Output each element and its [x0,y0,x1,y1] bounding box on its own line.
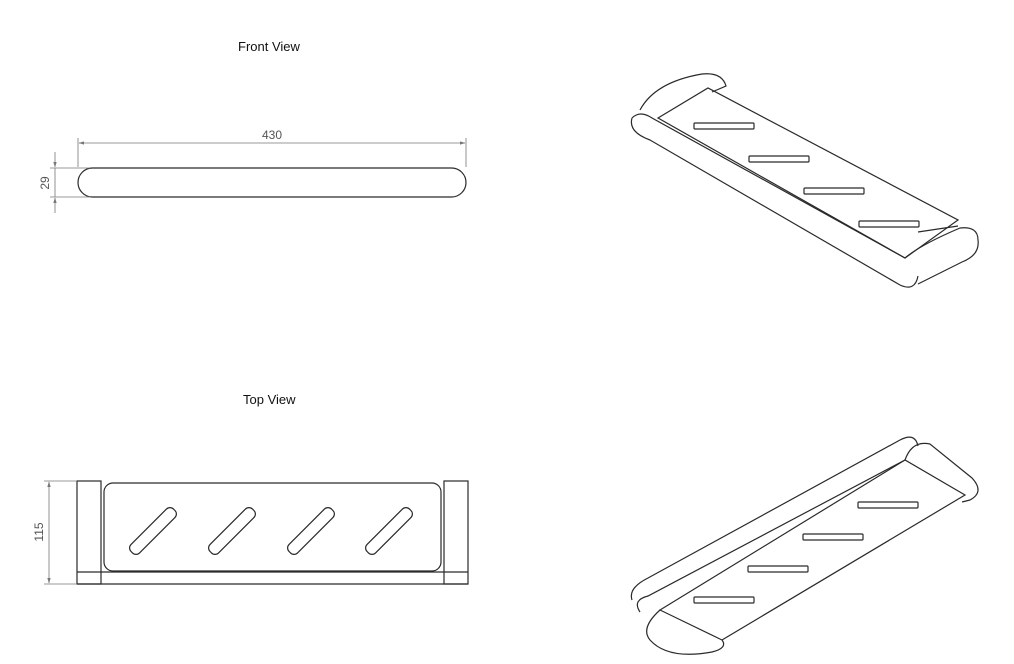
top-view-slot [287,507,335,555]
top-view-left-end [76,480,102,585]
top-view-slot [208,507,256,555]
isometric-view-upper [630,73,979,288]
isometric-view-lower [630,436,979,655]
top-view-slot [129,507,177,555]
depth-dimension-label: 115 [32,522,46,541]
height-dimension-label: 29 [38,176,52,190]
top-view-tray [103,482,442,572]
isometric-slot [802,533,864,541]
front-view-drawing: 430 29 [38,128,467,213]
isometric-slot [748,155,810,163]
length-dimension-label: 430 [262,128,282,142]
front-view-title: Front View [238,39,300,54]
isometric-slot [857,501,919,509]
isometric-slot [747,565,809,573]
top-view-slot [365,507,413,555]
top-view-right-end [443,480,469,585]
top-view-drawing: 115 [32,480,469,585]
isometric-slot [803,187,865,195]
isometric-slot [858,220,920,228]
front-view-profile [77,167,467,198]
isometric-slot [693,596,755,604]
top-view-title: Top View [243,392,296,407]
isometric-slot [693,122,755,130]
